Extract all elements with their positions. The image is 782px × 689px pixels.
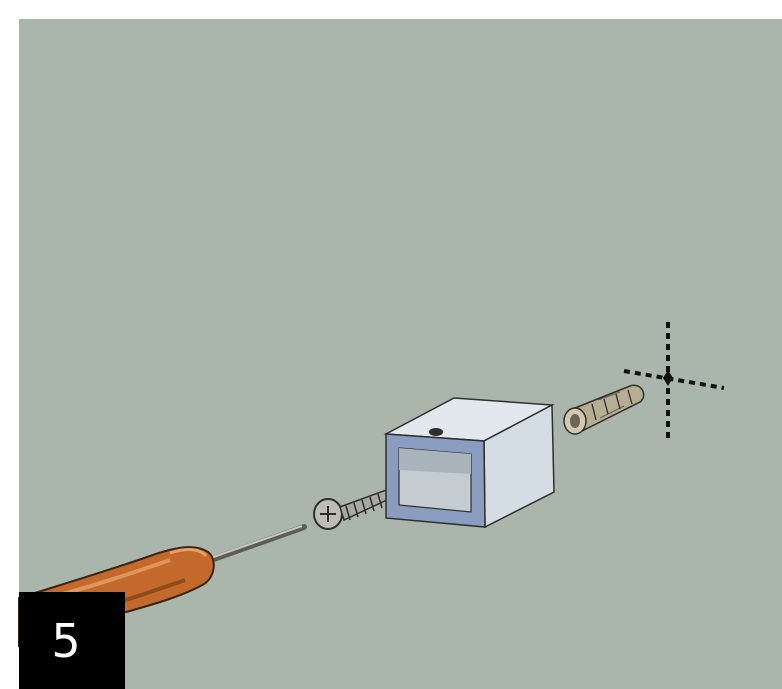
drill-mark-crosshair-icon [623,322,725,442]
square-tube-bracket-icon [383,397,555,529]
wall-anchor-icon [563,384,645,435]
step-number-label: 5 [51,613,81,668]
step-number-badge: 5 [19,592,125,689]
